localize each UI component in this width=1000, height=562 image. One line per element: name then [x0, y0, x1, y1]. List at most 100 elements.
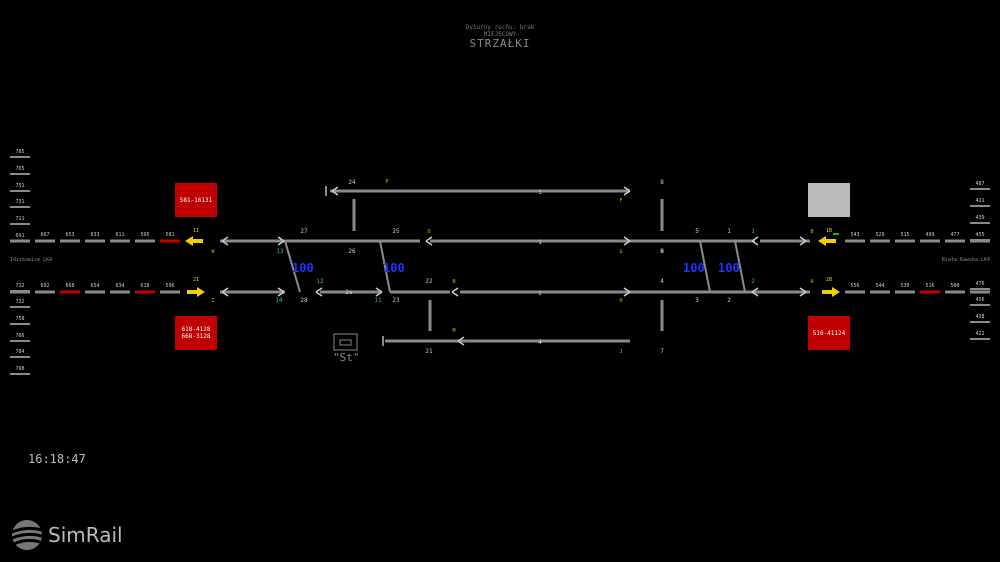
track-number: 1	[538, 239, 542, 246]
labels-layer: 7857657517317116917127327587667847984874…	[15, 149, 984, 372]
train-number: 516-41124	[812, 329, 846, 337]
signal-letter: A	[810, 279, 813, 285]
station-type: MIEJSCOWY	[483, 31, 517, 38]
scale-label: 422	[975, 331, 984, 337]
train-box-bottom-left[interactable]: 618-4128 668-3128	[175, 316, 217, 350]
arrow-left-icon	[425, 236, 433, 246]
point-label: 28	[300, 297, 308, 304]
speed-indicator: 100	[292, 261, 314, 275]
track-number: 2	[538, 290, 542, 297]
crossover	[734, 240, 746, 293]
dispatcher-status: Dyżurny ruchu: brak	[465, 24, 535, 31]
arrow-left-icon	[451, 287, 459, 297]
simrail-logo-icon	[11, 520, 43, 550]
point-label: 25	[392, 228, 400, 235]
scale-label: 784	[15, 349, 24, 355]
arrow-right-icon	[277, 236, 285, 246]
block-label: 618	[140, 283, 149, 289]
scale-label: 785	[15, 149, 24, 155]
signal-letter: J	[619, 349, 622, 355]
block-label: 634	[115, 283, 124, 289]
block-label: 653	[65, 232, 74, 238]
signal-letter: H	[619, 298, 622, 304]
point-label: 1	[727, 228, 731, 235]
station-building-icon	[333, 333, 358, 351]
scale-label: 455	[975, 232, 984, 238]
signal-name: 1B	[826, 228, 832, 234]
point-label: 9	[660, 248, 664, 255]
signal-name: 2I	[193, 277, 199, 283]
block-label: 556	[850, 283, 859, 289]
signal-letter: Z	[211, 298, 214, 304]
point-label: 12	[316, 278, 324, 285]
point-label: 14	[275, 297, 283, 304]
scale-label: 731	[15, 199, 24, 205]
signal-letter: F	[619, 198, 622, 204]
signal-letter: B	[810, 229, 813, 235]
crossover	[379, 240, 391, 293]
block-label: 500	[950, 283, 959, 289]
scale-label: 456	[975, 297, 984, 303]
arrow-right-icon	[799, 236, 807, 246]
point-label: 11	[374, 297, 382, 304]
route-number: 2	[751, 278, 755, 285]
point-label: 21	[425, 348, 433, 355]
point-label: 6	[660, 248, 664, 255]
signal-letter: M	[452, 328, 455, 334]
train-box-bottom-right[interactable]: 516-41124	[808, 316, 850, 350]
arrow-left-icon	[457, 336, 465, 346]
point-label: 5	[695, 228, 699, 235]
clock: 16:18:47	[28, 452, 86, 466]
scale-label: 487	[975, 181, 984, 187]
scale-label: 476	[975, 281, 984, 287]
block-label: 595	[140, 232, 149, 238]
block-label: 544	[875, 283, 884, 289]
signal-letter: P	[385, 179, 388, 185]
train-box-top-right[interactable]	[808, 183, 850, 217]
speed-indicator: 100	[718, 261, 740, 275]
train-number: 618-4128	[181, 326, 211, 333]
point-label: 22	[425, 278, 433, 285]
arrow-left-icon	[751, 236, 759, 246]
signal-letter: W	[211, 249, 215, 255]
crossover	[284, 240, 301, 293]
scale-label: 711	[15, 216, 24, 222]
scale-label: 712	[15, 283, 24, 289]
point-label: 13	[276, 248, 284, 255]
block-label: 530	[900, 283, 909, 289]
scale-label: 765	[15, 166, 24, 172]
simrail-logo: SimRail	[10, 518, 123, 552]
block-label: 667	[40, 232, 49, 238]
entry-signal-arrow-icon	[185, 236, 203, 246]
block-label: 654	[90, 283, 99, 289]
block-label: 596	[165, 283, 174, 289]
arrow-right-icon	[623, 236, 631, 246]
arrow-left-icon	[221, 236, 229, 246]
scale-label: 438	[975, 314, 984, 320]
arrow-right-icon	[623, 287, 631, 297]
entry-signal-arrow-icon	[187, 287, 205, 297]
scale-label: 691	[15, 233, 24, 239]
point-label: 24	[348, 179, 356, 186]
signal-name: 2B	[826, 277, 832, 283]
block-label: 529	[875, 232, 884, 238]
point-label: 26	[348, 248, 356, 255]
scale-label: 758	[15, 316, 24, 322]
scale-label: 798	[15, 366, 24, 372]
scale-label: 439	[975, 215, 984, 221]
entry-signal-arrow-icon	[818, 236, 836, 246]
signal-letter: G	[619, 249, 622, 255]
track-number: 3	[538, 189, 542, 196]
station-symbol-label: "St"	[333, 351, 360, 364]
station-name: STRZAŁKI	[469, 37, 531, 50]
arrow-left-icon	[331, 186, 339, 196]
block-label: 543	[850, 232, 859, 238]
arrow-left-icon	[221, 287, 229, 297]
block-label: 633	[90, 232, 99, 238]
arrow-right-icon	[375, 287, 383, 297]
block-label: 668	[65, 283, 74, 289]
train-number: 668-3128	[181, 333, 211, 340]
point-label: 27	[300, 228, 308, 235]
train-box-top-left[interactable]: 581-16131	[175, 183, 217, 217]
